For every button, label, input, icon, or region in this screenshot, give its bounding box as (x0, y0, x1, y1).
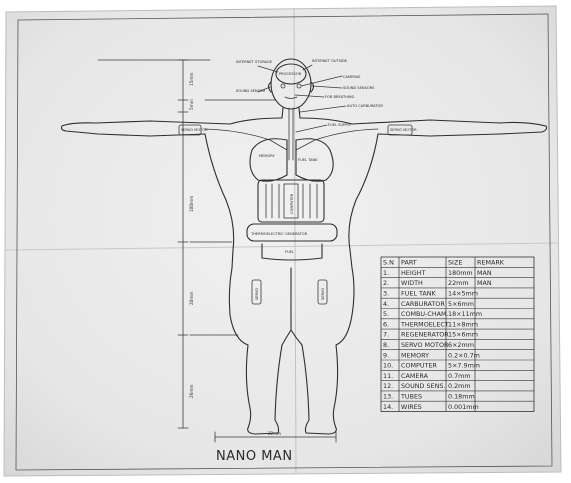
table-header-cell: REMARK (477, 259, 505, 267)
table-cell-size: 22mm (448, 279, 469, 287)
table-cell-sn: 1. (383, 269, 389, 277)
table-cell-size: 6×2mm (448, 341, 474, 349)
thigh-servo-right-label: SERVO (321, 288, 325, 300)
computer-label: COMPUTER (290, 193, 294, 214)
memory-label: MEMORY (259, 154, 276, 158)
table-header-cell: PART (401, 259, 417, 267)
table-cell-part: FUEL TANK (401, 290, 437, 298)
table-cell-size: 18×11mm (448, 310, 482, 318)
table-cell-size: 0.2×0.7m (448, 351, 480, 359)
table-cell-remark: MAN (477, 269, 492, 277)
table-cell-part: TUBES (400, 393, 422, 401)
processor-label: PROCESSOR (279, 72, 302, 76)
table-cell-sn: 7. (383, 331, 389, 339)
table-cell-part: THERMOELECT. (400, 320, 450, 328)
table-cell-size: 5×6mm (448, 300, 474, 308)
table-cell-sn: 10. (383, 362, 393, 370)
table-cell-part: REGENERATOR (401, 331, 449, 339)
thermo-fuel-label: FUEL (285, 250, 294, 254)
table-cell-part: CARBURATOR (401, 300, 445, 308)
dim-thigh-label: 20mm (189, 292, 194, 306)
table-cell-part: COMBU-CHAM. (401, 310, 449, 318)
table-cell-part: COMPUTER (401, 362, 437, 370)
table-cell-size: 180mm (448, 269, 473, 277)
table-cell-size: 0.7mm (448, 372, 471, 380)
for-breathing-label: FOR BREATHING (325, 95, 355, 99)
table-cell-sn: 5. (383, 310, 389, 318)
internet-storage-label: INTERNET STORAGE (236, 60, 273, 64)
table-cell-sn: 14. (383, 403, 393, 411)
table-cell-size: 5×7.9mm (448, 362, 480, 370)
internet-outside-label: INTERNET OUTSIDE (312, 59, 348, 63)
cameras-label: CAMERAS (343, 75, 361, 79)
drawing-title: NANO MAN (216, 449, 293, 464)
servo-left-label: SERVO MOTOR (181, 128, 208, 132)
thigh-servo-left-label: SERVO (255, 288, 259, 300)
table-cell-part: HEIGHT (401, 269, 425, 277)
table-cell-sn: 12. (383, 382, 393, 390)
thermo-generator-label: THERMOELECTRIC GENERATOR (250, 232, 308, 236)
table-cell-size: 0.2mm (448, 382, 471, 390)
dim-leg-label: 26mm (189, 385, 194, 399)
fuel-supply-label: FUEL SUPPLY (328, 123, 352, 127)
table-cell-part: WIDTH (401, 279, 423, 287)
table-cell-sn: 13. (383, 393, 393, 401)
fuel-tank-label: FUEL TANK (298, 158, 318, 162)
table-cell-sn: 11. (383, 372, 393, 380)
table-header-cell: S.N (383, 259, 394, 267)
dim-neck-label: 5mm (189, 99, 194, 110)
table-cell-part: SERVO MOTOR (401, 341, 449, 349)
table-cell-size: 15×6mm (448, 331, 478, 339)
table-cell-sn: 3. (383, 290, 389, 298)
dim-torso-label: 100mm (189, 196, 194, 212)
table-cell-size: 0.18mm (448, 393, 475, 401)
table-cell-sn: 2. (383, 279, 389, 287)
table-cell-sn: 6. (383, 320, 389, 328)
table-cell-size: 0.001mm (448, 403, 479, 411)
table-cell-part: WIRES (401, 403, 422, 411)
sound-sensors-label: SOUND SENSORS (343, 86, 375, 90)
table-cell-sn: 9. (383, 351, 389, 359)
table-header-cell: SIZE (448, 259, 462, 267)
table-cell-size: 11×8mm (448, 320, 478, 328)
table-cell-remark: MAN (477, 279, 492, 287)
table-cell-part: CAMERA (401, 372, 429, 380)
dim-head-label: 15mm (189, 73, 194, 87)
table-cell-size: 14×5mm (448, 290, 478, 298)
auto-carburetor-label: AUTO CARBURATOR (347, 104, 383, 108)
servo-right-label: SERVO MOTOR (390, 128, 417, 132)
table-cell-sn: 4. (383, 300, 389, 308)
table-cell-part: SOUND SENS. (401, 382, 445, 390)
table-cell-part: MEMORY (401, 351, 429, 359)
table-cell-sn: 8. (383, 341, 389, 349)
